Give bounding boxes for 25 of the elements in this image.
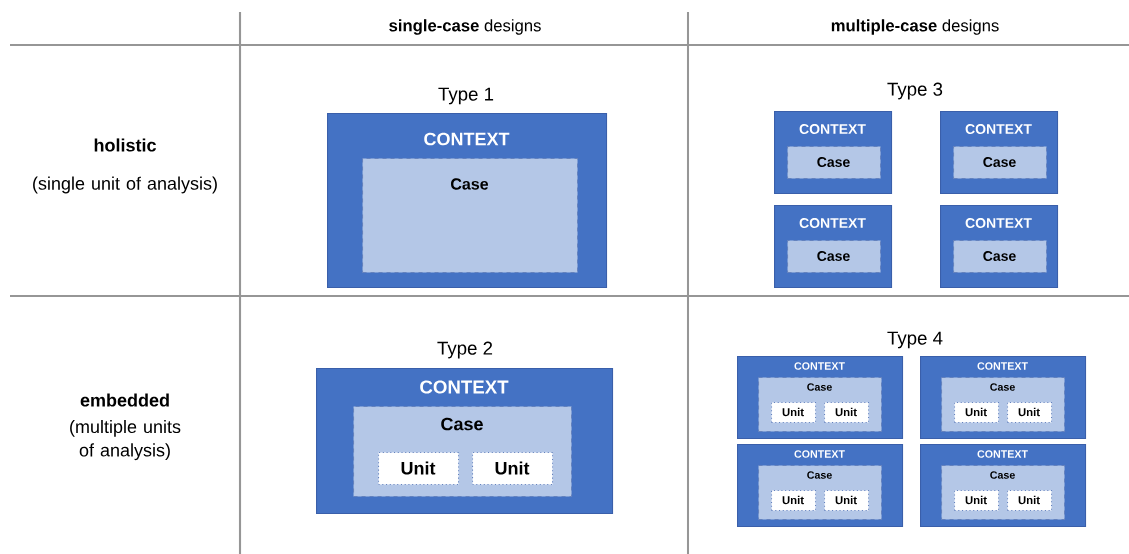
- unit-box: Unit: [771, 490, 817, 512]
- unit-box: Unit: [824, 402, 870, 424]
- case-box: Case: [787, 240, 882, 274]
- case-box: Case: [362, 158, 579, 274]
- row-description: (multiple units of analysis): [70, 419, 181, 461]
- unit-box: Unit: [771, 402, 817, 424]
- case-box: Case: [953, 146, 1048, 180]
- type-label: Type 3: [887, 82, 943, 100]
- unit-box: Unit: [1007, 402, 1053, 424]
- unit-box: Unit: [472, 452, 554, 486]
- row-description: (single unit of analysis): [33, 176, 217, 194]
- unit-box: Unit: [954, 490, 1000, 512]
- unit-box: Unit: [378, 452, 460, 486]
- type-label: Type 4: [887, 331, 943, 349]
- column-header: single-case designs: [389, 19, 541, 35]
- unit-box: Unit: [824, 490, 870, 512]
- type-label: Type 2: [437, 341, 493, 359]
- row-header: holistic: [94, 138, 156, 152]
- row-header: embedded: [80, 393, 169, 407]
- column-header: multiple-case designs: [831, 19, 999, 35]
- unit-box: Unit: [1007, 490, 1053, 512]
- type-label: Type 1: [438, 87, 494, 105]
- unit-box: Unit: [954, 402, 1000, 424]
- case-box: Case: [953, 240, 1048, 274]
- case-box: Case: [787, 146, 882, 180]
